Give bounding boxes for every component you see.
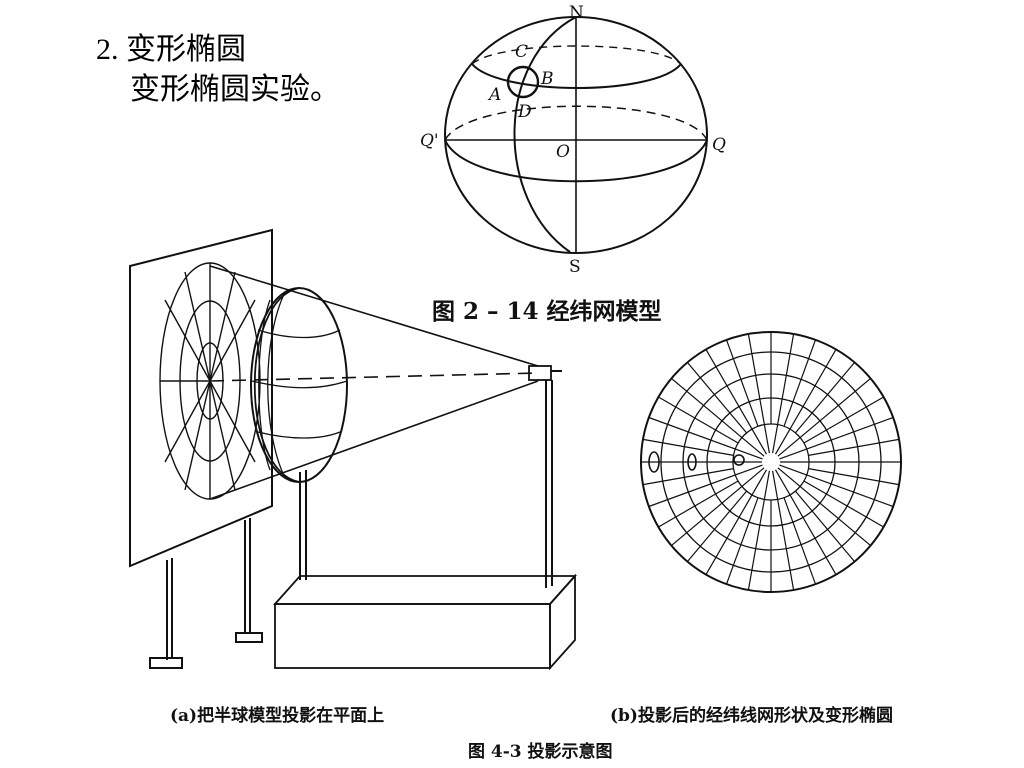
label-s: S (569, 257, 581, 277)
projected-grid (159, 262, 261, 500)
graticule-meridian-line (747, 470, 770, 591)
graticule-meridian-line (642, 468, 734, 486)
graticule-meridian-line (808, 468, 900, 486)
caption-figure-4-3: 图 4-3 投影示意图 (468, 742, 613, 762)
base-front (274, 603, 551, 669)
slide-heading: 2. 变形椭圆 变形椭圆实验。 (96, 30, 340, 110)
projection-screen (129, 228, 273, 568)
graticule-meridian-line (686, 490, 748, 562)
globe-latitude-front (471, 63, 682, 89)
cone-line-top (209, 265, 539, 367)
projection-apparatus (129, 228, 578, 671)
hemisphere-grid (251, 291, 348, 479)
graticule-meridian-line (705, 349, 768, 455)
globe-labels: N S C B A D O Q' Q (420, 3, 726, 277)
graticule-meridian-line (783, 339, 817, 427)
graticule-meridian-line (671, 377, 765, 457)
globe-meridian (513, 16, 577, 253)
globe-model (444, 16, 708, 254)
distortion-ellipse-2 (687, 453, 697, 471)
graticule-meridian-line (774, 349, 837, 455)
cone-axis (209, 372, 539, 382)
globe-equator-back (444, 105, 708, 141)
graticule-meridian-line (686, 362, 748, 434)
heading-line-2: 变形椭圆实验。 (130, 73, 340, 106)
globe-small-circle (506, 65, 540, 99)
graticule-meridian-line (794, 362, 856, 434)
graticule-meridian-line (747, 333, 770, 454)
label-d: D (517, 102, 532, 122)
graticule-meridian-line (648, 464, 763, 508)
distortion-circle-3 (733, 454, 745, 466)
graticule-meridian-line (772, 333, 795, 454)
graticule-meridian-line (803, 480, 884, 528)
graticule-meridian-line (658, 396, 739, 444)
graticule-meridian-line (777, 467, 871, 547)
graticule-meridian-line (671, 467, 765, 547)
graticule-meridian-line (783, 497, 817, 585)
screen-foot-right (235, 632, 263, 643)
base-top (272, 575, 578, 605)
graticule-meridian-line (725, 497, 759, 585)
graticule-meridian-line (725, 339, 759, 427)
graticule-meridian-line (648, 416, 763, 460)
graticule-meridian-line (658, 480, 739, 528)
base-side (549, 573, 576, 671)
graticule-meridian-line (777, 377, 871, 457)
light-source (528, 365, 552, 381)
heading-line-1: 2. 变形椭圆 (96, 33, 246, 66)
caption-figure-2-14: 图 2 – 14 经纬网模型 (432, 298, 662, 325)
graticule-meridian-line (774, 469, 837, 575)
globe-latitude-back (471, 45, 682, 65)
label-q-left: Q' (420, 131, 439, 151)
graticule-meridian-line (794, 490, 856, 562)
label-c: C (515, 42, 528, 62)
graticule-meridian-line (808, 438, 900, 456)
graticule-meridians (641, 332, 901, 592)
graticule-meridian-line (642, 438, 734, 456)
hemisphere-body (253, 287, 300, 483)
label-a: A (487, 85, 501, 105)
label-q-right: Q (712, 135, 726, 155)
polar-graticule (640, 331, 902, 593)
label-o: O (556, 142, 570, 162)
distortion-ellipse-1 (648, 451, 660, 473)
label-n: N (569, 3, 584, 23)
graticule-meridian-line (772, 470, 795, 591)
label-b: B (540, 69, 554, 89)
globe-equator-front (444, 139, 708, 183)
caption-figure-4-3-a: (a)把半球模型投影在平面上 (170, 706, 385, 726)
screen-foot-left (149, 657, 183, 669)
caption-figure-4-3-b: (b)投影后的经纬线网形状及变形椭圆 (610, 706, 893, 726)
graticule-meridian-line (779, 464, 894, 508)
graticule-meridian-line (779, 416, 894, 460)
cone-line-bottom (209, 380, 539, 500)
graticule-meridian-line (803, 396, 884, 444)
graticule-meridian-line (705, 469, 768, 575)
